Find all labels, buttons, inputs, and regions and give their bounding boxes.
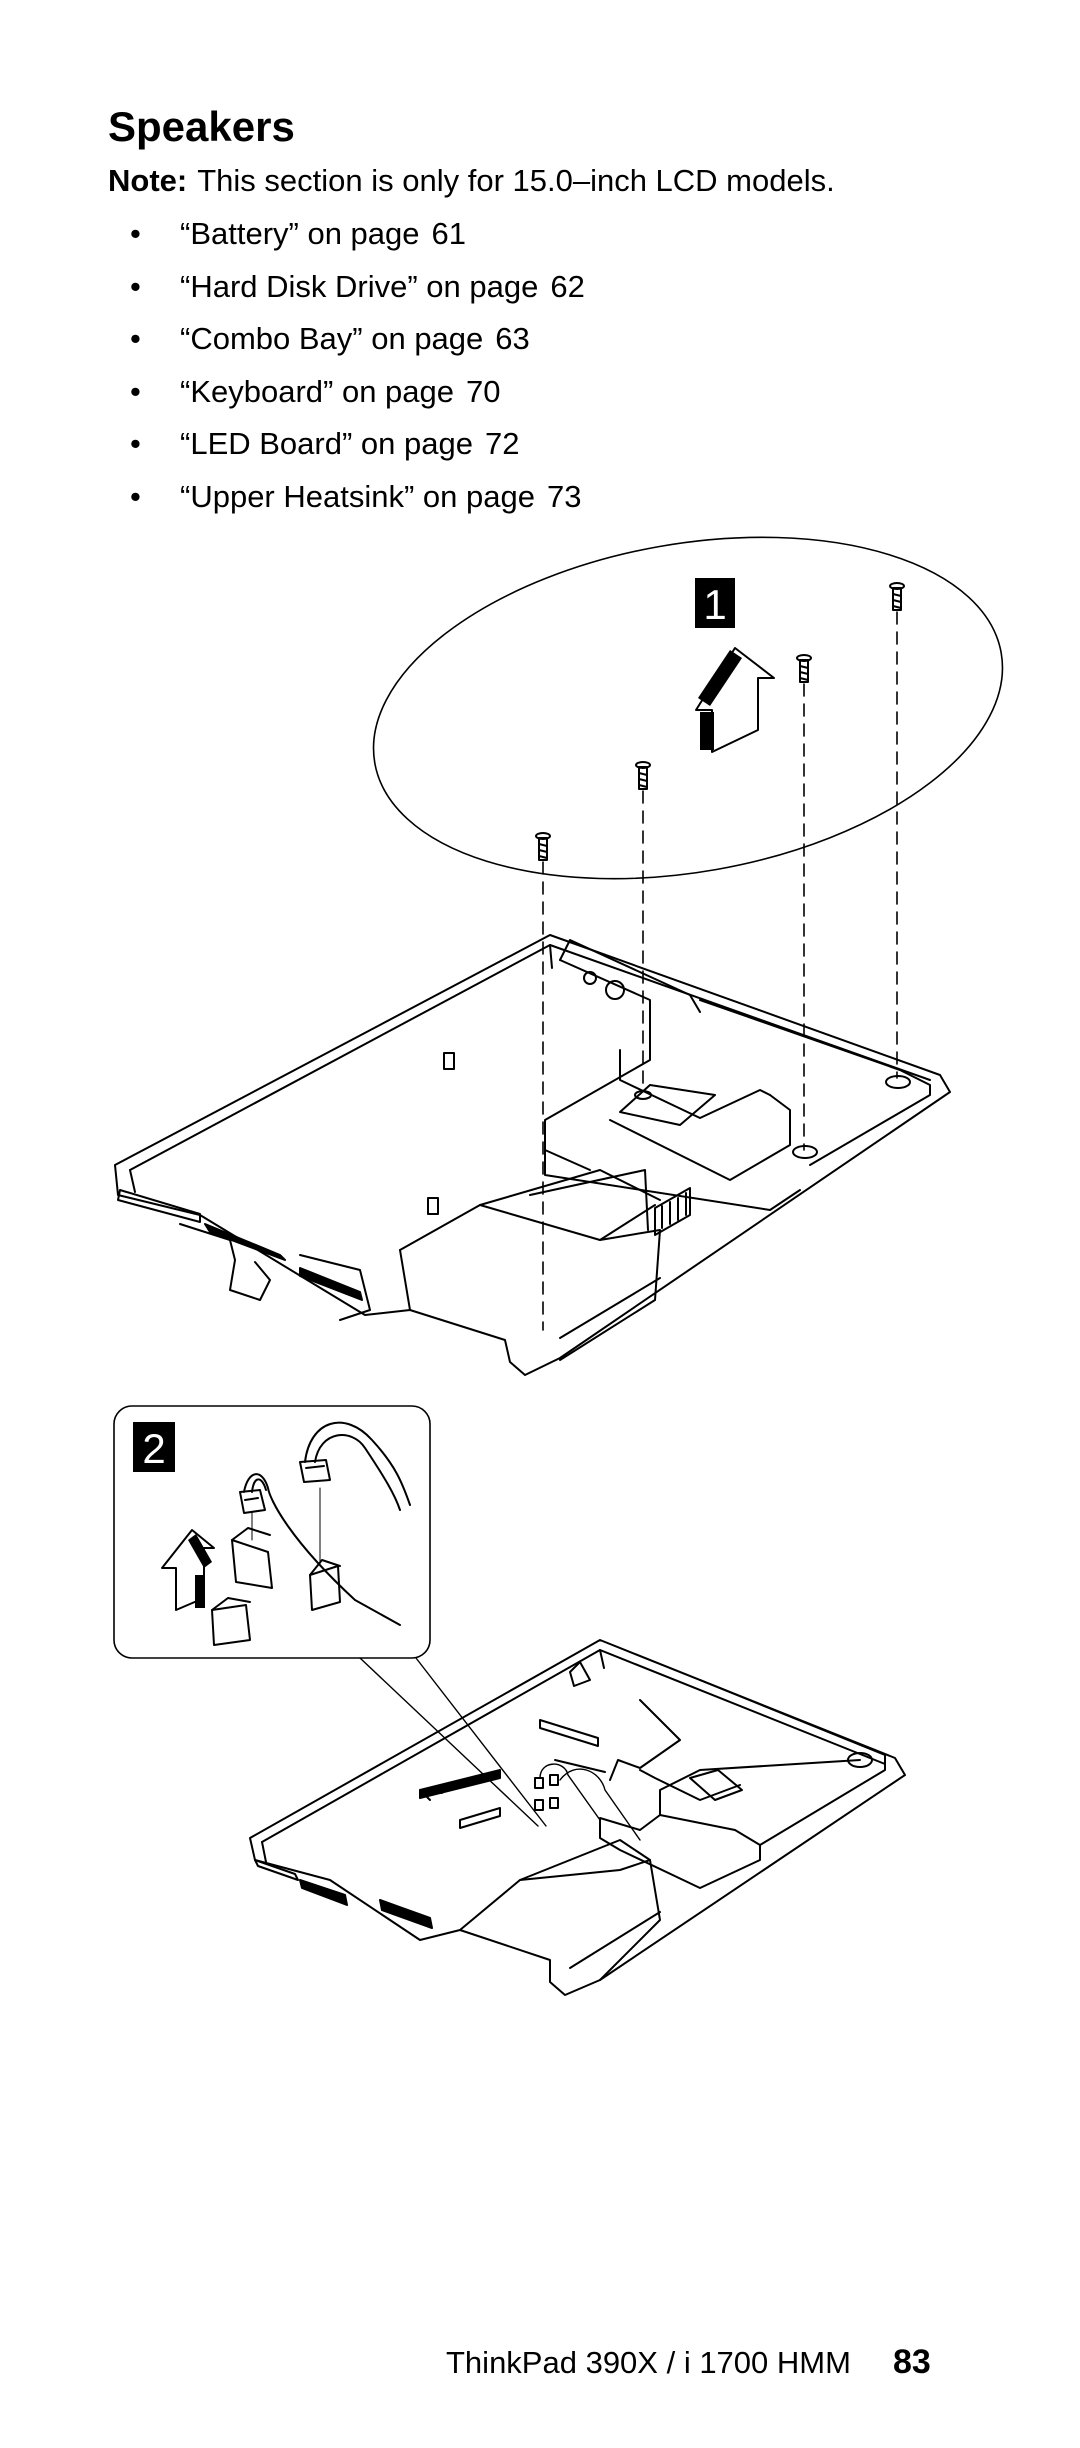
bullet-icon: •: [130, 321, 141, 356]
page-number: 83: [892, 2343, 931, 2381]
note: Note: This section is only for 15.0–inch …: [108, 162, 835, 199]
alignment-lines: [542, 611, 898, 1331]
list-item: • “Battery” on page 61: [108, 208, 585, 261]
callout-ellipse: [372, 536, 1004, 880]
bullet-icon: •: [130, 426, 141, 461]
prereq-page[interactable]: 72: [484, 426, 520, 461]
prereq-page[interactable]: 73: [546, 478, 582, 514]
prereq-link[interactable]: “Combo Bay” on page: [180, 321, 484, 356]
prerequisite-list: • “Battery” on page 61 • “Hard Disk Drive” …: [108, 208, 585, 523]
list-item: • “Combo Bay” on page 63: [108, 313, 585, 366]
list-item: • “Upper Heatsink” on page 73: [108, 471, 585, 524]
screw-icon: [635, 761, 651, 790]
page-footer: ThinkPad 390X / i 1700 HMM 83: [446, 2343, 931, 2382]
bullet-icon: •: [130, 268, 141, 304]
footer-doc-title: ThinkPad 390X / i 1700 HMM: [446, 2345, 851, 2380]
bullet-icon: •: [130, 216, 141, 251]
prereq-link[interactable]: “Keyboard” on page: [180, 373, 455, 409]
bullet-icon: •: [130, 478, 141, 514]
lift-arrow-icon: [695, 647, 775, 753]
list-item: • “LED Board” on page 72: [108, 418, 585, 471]
step-2-number: 2: [142, 1425, 165, 1472]
lift-arrow-icon: [161, 1529, 215, 1611]
prereq-page[interactable]: 63: [495, 321, 530, 356]
step-2-illustration: 2: [113, 1405, 906, 1996]
screw-icon: [889, 582, 905, 611]
screw-icon: [535, 832, 551, 861]
base-cover: [114, 934, 951, 1376]
screw-icon: [796, 654, 812, 683]
list-item: • “Keyboard” on page 70: [108, 366, 585, 419]
list-item: • “Hard Disk Drive” on page 62: [108, 261, 585, 314]
step-2-badge: [133, 1422, 175, 1472]
step-1-badge: [695, 578, 735, 628]
note-label: Note:: [108, 163, 188, 198]
prereq-link[interactable]: “LED Board” on page: [180, 426, 473, 461]
prereq-link[interactable]: “Hard Disk Drive” on page: [180, 268, 539, 304]
step-1-number: 1: [703, 581, 726, 628]
prereq-page[interactable]: 62: [550, 268, 585, 304]
speaker-connector-icon: [211, 1421, 411, 1646]
prereq-link[interactable]: “Upper Heatsink” on page: [180, 478, 535, 514]
detail-callout-box: [113, 1405, 431, 1659]
bullet-icon: •: [130, 373, 141, 409]
page-title: Speakers: [108, 103, 295, 150]
prereq-link[interactable]: “Battery” on page: [180, 216, 420, 251]
base-cover: [249, 1639, 906, 1996]
note-text: This section is only for 15.0–inch LCD m…: [197, 163, 835, 198]
prereq-page[interactable]: 70: [466, 373, 501, 409]
prereq-page[interactable]: 61: [431, 216, 467, 251]
step-1-illustration: 1: [114, 536, 1004, 1376]
